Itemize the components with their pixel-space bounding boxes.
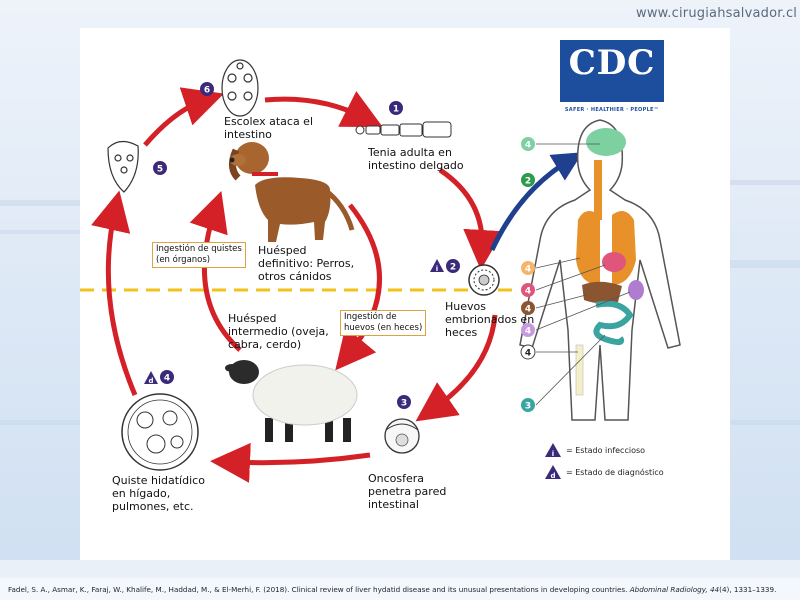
arrow-3-to-4 — [210, 442, 371, 483]
cdc-logo-tagline: SAFER · HEALTHIER · PEOPLE™ — [564, 107, 660, 113]
organ-num-lung: 4 — [525, 265, 531, 275]
citation-rest: (4), 1331–1339. — [719, 585, 777, 594]
citation-journal: Abdominal Radiology, 44 — [629, 585, 720, 594]
heart — [602, 252, 626, 272]
organ-pointers — [535, 143, 631, 406]
label-stage-2: Huevos embrionados en heces — [445, 300, 535, 339]
legend-d-glyph: d — [550, 472, 555, 480]
arrow-1-to-2 — [438, 167, 504, 270]
adult-tapeworm-illustration — [355, 121, 452, 138]
liver — [582, 281, 622, 304]
arrow-sheep-to-dog — [189, 191, 242, 352]
arrow-2-to-3 — [415, 314, 498, 422]
arrow-6-to-1 — [264, 91, 383, 128]
esophagus — [594, 160, 602, 220]
oncosphere-illustration — [384, 418, 420, 454]
arrow-to-human — [489, 152, 583, 252]
label-stage-4: Quiste hidatídico en hígado, pulmones, e… — [112, 474, 205, 513]
badge-2: 2 — [450, 263, 456, 273]
citation: Fadel, S. A., Asmar, K., Faraj, W., Khal… — [8, 585, 776, 594]
label-definitive-host: Huésped definitivo: Perros, otros cánido… — [258, 244, 355, 283]
intestine — [593, 300, 634, 346]
label-stage-6: Escolex ataca el intestino — [224, 115, 313, 141]
organ-num-transit: 2 — [525, 177, 531, 187]
cdc-logo: CDC SAFER · HEALTHIER · PEOPLE™ — [560, 40, 664, 113]
badge-d-stage4: d — [148, 377, 153, 385]
badge-i-stage2: i — [436, 265, 438, 273]
badge-1: 1 — [393, 105, 399, 115]
dog-illustration — [229, 142, 355, 242]
legend-i-glyph: i — [552, 450, 554, 458]
legend-infective: = Estado infeccioso — [566, 446, 646, 455]
badge-5: 5 — [157, 165, 163, 175]
legend-icons — [545, 443, 561, 479]
protoscolex-illustration — [107, 140, 139, 193]
brain — [586, 128, 626, 156]
organ-num-heart: 4 — [525, 287, 531, 297]
stage-badges — [144, 82, 460, 409]
scolex-illustration — [221, 59, 259, 117]
organ-num-intestine: 3 — [525, 402, 531, 412]
organ-number-circles — [520, 137, 536, 412]
hydatid-cyst-illustration — [121, 393, 199, 471]
human-body-illustration — [519, 119, 681, 421]
box-cyst-ingestion: Ingestión de quistes (en órganos) — [152, 242, 246, 268]
label-stage-1: Tenia adulta en intestino delgado — [368, 146, 464, 172]
cdc-logo-text: CDC — [568, 43, 656, 83]
egg-illustration — [468, 264, 500, 296]
citation-text: Fadel, S. A., Asmar, K., Faraj, W., Khal… — [8, 585, 630, 594]
badge-3: 3 — [401, 399, 407, 409]
bone — [575, 344, 584, 396]
label-intermediate-host: Huésped intermedio (oveja, cabra, cerdo) — [228, 312, 329, 351]
organ-num-liver: 4 — [525, 305, 531, 315]
organ-num-bone: 4 — [525, 349, 531, 359]
sheep-illustration — [225, 360, 358, 442]
badge-4: 4 — [164, 374, 170, 384]
organ-num-brain: 4 — [525, 141, 531, 151]
label-stage-3: Oncosfera penetra pared intestinal — [368, 472, 447, 511]
arrow-5-to-6 — [143, 87, 224, 147]
cycle-arrows — [91, 87, 504, 483]
spleen — [628, 280, 644, 300]
legend-diagnostic: = Estado de diagnóstico — [566, 468, 664, 477]
badge-6: 6 — [204, 86, 210, 96]
site-url: www.cirugiahsalvador.cl — [636, 6, 798, 21]
box-egg-ingestion: Ingestión de huevos (en heces) — [340, 310, 427, 336]
arrow-dog-to-sheep — [335, 203, 382, 371]
arrow-4-to-5 — [91, 190, 138, 396]
organ-num-spleen: 4 — [525, 327, 531, 337]
